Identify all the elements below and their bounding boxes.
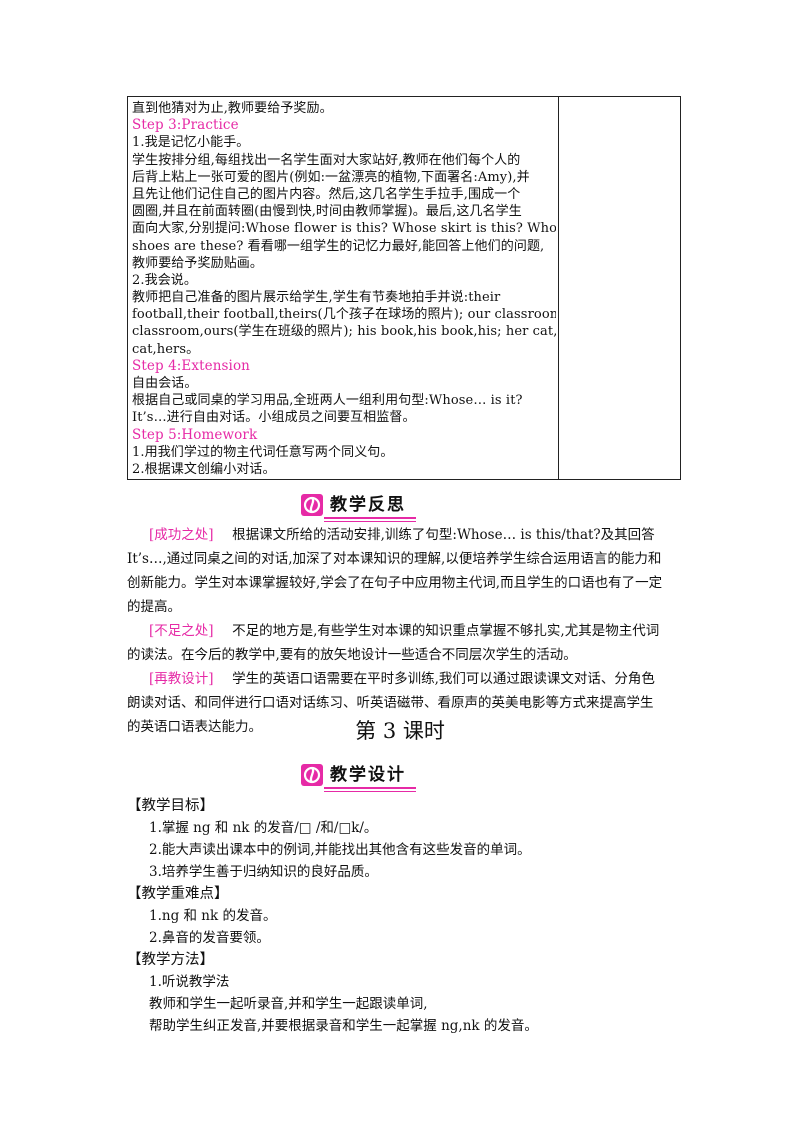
method-item: 帮助学生纠正发音,并要根据录音和学生一起掌握 ng,nk 的发音。 (149, 1018, 538, 1034)
banner-underline-thin (324, 791, 416, 792)
redesign-line: 学生的英语口语需要在平时多训练,我们可以通过跟读课文对话、分角色 (232, 671, 655, 687)
table-text-line: cat,hers。 (132, 341, 200, 357)
reflection-title: 教学反思 (330, 495, 406, 515)
table-text-line: 学生按排分组,每组找出一名学生面对大家站好,教师在他们每个人的 (132, 152, 521, 168)
method-item: 教师和学生一起听录音,并和学生一起跟读单词, (149, 996, 428, 1012)
table-text-line: 且先让他们记住自己的图片内容。然后,这几名学生手拉手,围成一个 (132, 186, 521, 202)
table-text-line: 直到他猜对为止,教师要给予奖励。 (132, 101, 333, 116)
success-line: It’s…,通过同桌之间的对话,加深了对本课知识的理解,以便培养学生综合运用语言… (127, 551, 662, 567)
keypoint-item: 1.ng 和 nk 的发音。 (149, 908, 277, 924)
method-item: 1.听说教学法 (149, 974, 230, 990)
table-text-line: 2.我会说。 (132, 272, 198, 288)
redesign-line: 朗读对话、和同伴进行口语对话练习、听英语磁带、看原声的英美电影等方式来提高学生 (127, 695, 654, 711)
redesign-paragraph: [再教设计] 学生的英语口语需要在平时多训练,我们可以通过跟读课文对话、分角色 … (127, 667, 687, 739)
keypoint-item: 2.鼻音的发音要领。 (149, 930, 270, 946)
methods-heading: 【教学方法】 (127, 952, 214, 968)
goal-item: 1.掌握 ng 和 nk 的发音/□ /和/□k/。 (149, 820, 378, 836)
table-text-line: 1.我是记忆小能手。 (132, 135, 250, 151)
goal-item: 3.培养学生善于归纳知识的良好品质。 (149, 864, 378, 880)
table-text-line: shoes are these? 看看哪一组学生的记忆力最好,能回答上他们的问题… (132, 238, 545, 254)
step-heading: Step 3:Practice (132, 117, 239, 134)
table-text-line: football,their football,theirs(几个孩子在球场的照… (132, 307, 556, 323)
banner-underline (324, 517, 416, 519)
banner-underline (324, 787, 416, 789)
banner-underline-thin (324, 521, 416, 522)
success-tag: [成功之处] (149, 527, 214, 543)
design-title: 教学设计 (330, 765, 406, 785)
table-text-line: 教师把自己准备的图片展示给学生,学生有节奏地拍手并说:their (132, 290, 501, 306)
table-text-line: It’s…进行自由对话。小组成员之间要互相监督。 (132, 410, 416, 426)
redesign-line: 的英语口语表达能力。 (127, 719, 262, 735)
table-text-line: 根据自己或同桌的学习用品,全班两人一组利用句型:Whose… is it? (132, 393, 523, 409)
shortcoming-line: 不足的地方是,有些学生对本课的知识重点掌握不够扎实,尤其是物主代词 (232, 623, 660, 639)
goal-item: 2.能大声读出课本中的例词,并能找出其他含有这些发音的单词。 (149, 842, 531, 858)
table-text-line: 面向大家,分别提问:Whose flower is this? Whose sk… (132, 221, 556, 237)
table-column-divider (558, 97, 559, 479)
success-paragraph: [成功之处] 根据课文所给的活动安排,训练了句型:Whose… is this/… (127, 523, 687, 619)
keypoints-heading: 【教学重难点】 (127, 886, 229, 902)
success-line: 的提高。 (127, 599, 181, 615)
redesign-tag: [再教设计] (149, 671, 214, 687)
shortcoming-tag: [不足之处] (149, 623, 214, 639)
shortcoming-line: 的读法。在今后的教学中,要有的放矢地设计一些适合不同层次学生的活动。 (127, 647, 577, 663)
success-line: 根据课文所给的活动安排,训练了句型:Whose… is this/that?及其… (232, 527, 655, 543)
section-logo-icon (301, 494, 323, 516)
shortcoming-paragraph: [不足之处] 不足的地方是,有些学生对本课的知识重点掌握不够扎实,尤其是物主代词… (127, 619, 687, 667)
table-text-line: 圆圈,并且在前面转圈(由慢到快,时间由教师掌握)。最后,这几名学生 (132, 204, 522, 220)
step-heading: Step 5:Homework (132, 426, 258, 443)
design-banner: 教学设计 (300, 759, 416, 792)
table-text-line: 自由会话。 (132, 376, 198, 391)
design-section: 【教学目标】 1.掌握 ng 和 nk 的发音/□ /和/□k/。 2.能大声读… (127, 795, 687, 1037)
goals-heading: 【教学目标】 (127, 798, 214, 814)
success-line: 创新能力。学生对本课掌握较好,学会了在句子中应用物主代词,而且学生的口语也有了一… (127, 575, 663, 591)
lesson-heading: 第 3 课时 (355, 719, 445, 743)
reflection-banner: 教学反思 (300, 489, 416, 522)
table-text-line: 后背上粘上一张可爱的图片(例如:一盆漂亮的植物,下面署名:Amy),并 (132, 169, 530, 185)
table-text-line: 1.用我们学过的物主代词任意写两个同义句。 (132, 444, 394, 460)
table-text-line: 教师要给予奖励贴画。 (132, 255, 264, 271)
step-heading: Step 4:Extension (132, 357, 250, 374)
table-text-line: classroom,ours(学生在班级的照片); his book,his b… (132, 324, 556, 340)
section-logo-icon (301, 764, 323, 786)
table-text-line: 2.根据课文创编小对话。 (132, 461, 276, 477)
